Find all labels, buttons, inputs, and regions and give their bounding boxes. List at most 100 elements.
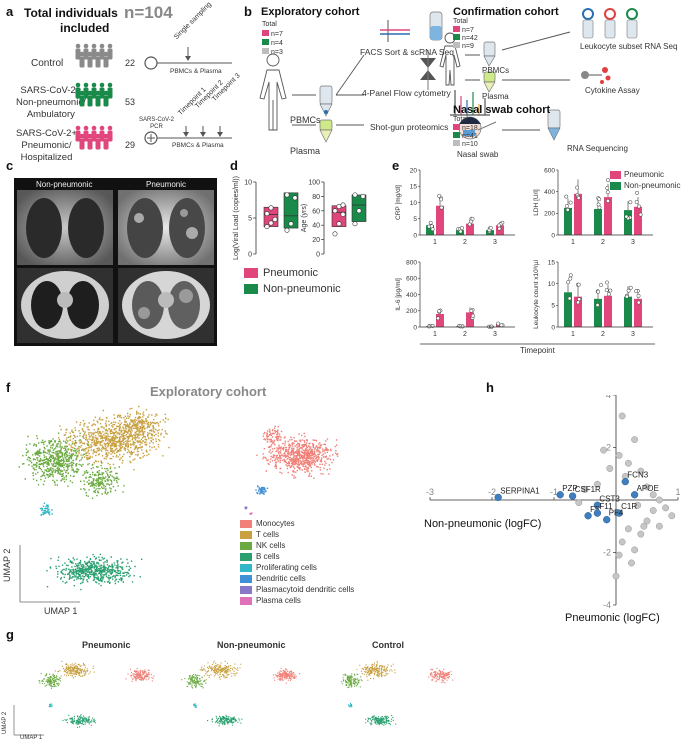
data-point [634,289,639,294]
panel-a-title-line1: Total individuals [24,6,118,20]
umap-g-cluster [181,673,207,689]
scatter-point [668,512,676,520]
scatter-point-highlighted [584,512,592,520]
person-icon [91,82,97,88]
data-point [608,288,613,293]
umap-g-ylabel: UMAP 2 [2,711,8,734]
person-icon [87,90,93,96]
gene-label: APOE [637,484,659,493]
umap-legend-label: Proliferating cells [256,563,317,572]
data-point [429,224,434,229]
exploratory-n-control: n=3 [262,48,283,56]
scatter-point [606,465,614,472]
person-icon [83,82,89,88]
data-point [272,216,278,222]
y-axis-label: LDH [U/l] [533,189,540,216]
pbmcs-tube-icon [319,85,333,117]
nasal-swab-label: Nasal swab [457,150,499,159]
y-tick-label: 10 [548,281,556,288]
person-body-icon [99,48,105,60]
data-point [467,222,472,227]
data-point [576,282,581,287]
data-point [568,276,573,281]
data-point [427,324,432,329]
data-point [352,192,358,198]
person-icon [79,90,85,96]
scatter-point [612,572,620,580]
umap-legend-item: Proliferating cells [240,562,352,573]
y-tick-label: 5 [413,216,417,223]
exploratory-cohort-title: Exploratory cohort [261,6,360,18]
leukocyte-rna-label: Leukocyte subset RNA Seq [580,42,678,51]
facs-label: FACS Sort & scRNA Seq [360,47,455,57]
confirmation-plasma-label: Plasma [482,92,509,101]
umap-g-title-control: Control [372,640,404,650]
person-body-icon [83,130,89,142]
data-point [288,221,294,227]
y-tick-label: 5 [551,303,555,310]
umap-cluster-t-cells [52,409,170,471]
umap-cluster-plasma-cells [249,512,253,515]
person-icon [99,43,105,49]
person-icon [107,43,113,49]
scatter-point [637,530,645,538]
pbmcs-plasma-label-1: PBMCs & Plasma [170,68,222,75]
panel-a-title-line2: included [60,21,110,35]
plasma-tube-icon [319,119,333,143]
data-point [606,178,610,183]
bar-pneumonic [574,296,582,327]
scatter-point [662,504,670,512]
x-tick-label: 1 [571,239,575,246]
person-icon [103,133,109,139]
data-point [437,193,442,198]
y-tick-label: -2 [603,548,611,558]
x-tick-label: 3 [631,331,635,338]
umap-legend-item: Plasmacytoid dendritic cells [240,584,354,595]
y-tick-label: 100 [308,180,320,187]
data-point [439,197,444,202]
bar-nonpneumonic [624,296,632,327]
umap-cluster-monocytes [256,432,339,479]
person-icon [91,125,97,131]
legend-swatch-icon [240,585,252,594]
bar-pneumonic [436,205,444,235]
umap-legend-label: Monocytes [256,519,295,528]
x-tick-label: -3 [426,487,434,497]
data-point [599,283,603,288]
data-point [568,273,573,278]
person-body-icon [107,130,113,142]
data-point [292,195,298,201]
umap-legend-item: Monocytes [240,518,352,529]
x-tick-label: 2 [601,331,605,338]
person-body-icon [79,95,85,107]
nasal-n-control: n=10 [453,140,478,148]
umap-legend-label: B cells [256,552,280,561]
legend-swatch-icon [610,170,621,179]
bar-nonpneumonic [594,298,602,327]
umap-g-cluster [348,702,353,708]
data-point [356,208,362,214]
legend-swatch-icon [240,552,252,561]
x-tick-label: 1 [571,331,575,338]
h-xlabel-pos: Pneumonic (logFC) [565,612,660,624]
umap-cluster-proliferating-cells [39,502,53,516]
confirmation-n-control: n=9 [453,42,474,50]
scatter-point [640,522,648,530]
bar-nonpneumonic [624,210,632,235]
legend-swatch-icon [240,530,252,539]
x-tick-label: 3 [631,239,635,246]
person-icon [107,125,113,131]
x-tick-label: 3 [493,331,497,338]
bar-pneumonic [466,223,474,235]
gene-label: PF4 [609,509,624,518]
y-tick-label: 10 [244,180,252,187]
umap-cluster-t-cells [113,405,169,443]
proteomics-spectrum-icon [450,90,490,116]
y-axis-label: Log(Viral Load (copies/ml)) [233,176,240,260]
scatter-point [600,446,608,454]
umap-f-title: Exploratory cohort [150,384,267,399]
y-tick-label: 60 [312,208,320,215]
exploratory-total-label: Total [262,21,277,28]
bar-nonpneumonic [426,225,434,235]
person-body-icon [103,95,109,107]
